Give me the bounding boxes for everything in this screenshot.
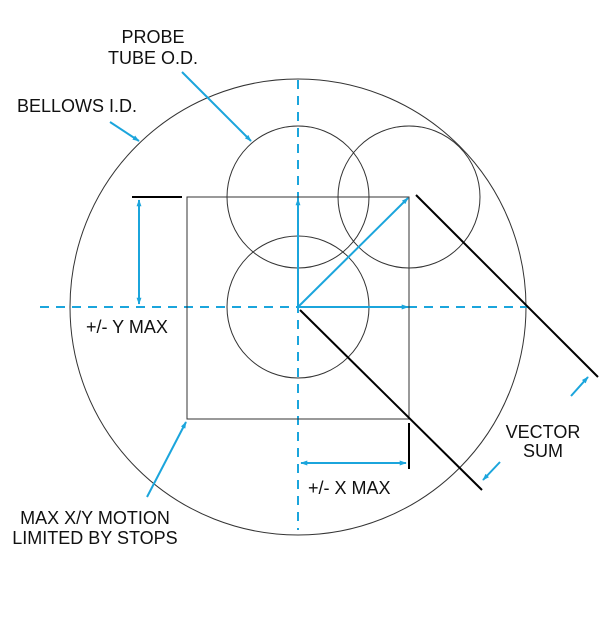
motion-label-line1: MAX X/Y MOTION — [20, 508, 170, 528]
sum-vector-arrow — [297, 197, 409, 308]
probe-leader-arrow — [181, 71, 252, 142]
vector-sum-arrow-lower — [482, 461, 501, 481]
probe-label-line1: PROBE — [121, 27, 184, 47]
motion-leader-arrow — [146, 421, 187, 498]
x-max-label: +/- X MAX — [308, 478, 391, 498]
vector-label-line2: SUM — [523, 441, 563, 461]
probe-label-line2: TUBE O.D. — [108, 48, 198, 68]
motion-limit-square — [186, 196, 410, 420]
vector-sum-extension-upper — [415, 194, 599, 378]
vector-sum-extension-lower — [299, 309, 483, 491]
vector-sum-arrow-upper — [570, 376, 589, 397]
y-max-label: +/- Y MAX — [86, 317, 168, 337]
vector-label-line1: VECTOR — [506, 422, 581, 442]
probe-circle-corner — [337, 125, 481, 269]
bellows-leader-arrow — [109, 121, 140, 142]
motion-label-line2: LIMITED BY STOPS — [12, 528, 177, 548]
bellows-label: BELLOWS I.D. — [17, 96, 137, 116]
